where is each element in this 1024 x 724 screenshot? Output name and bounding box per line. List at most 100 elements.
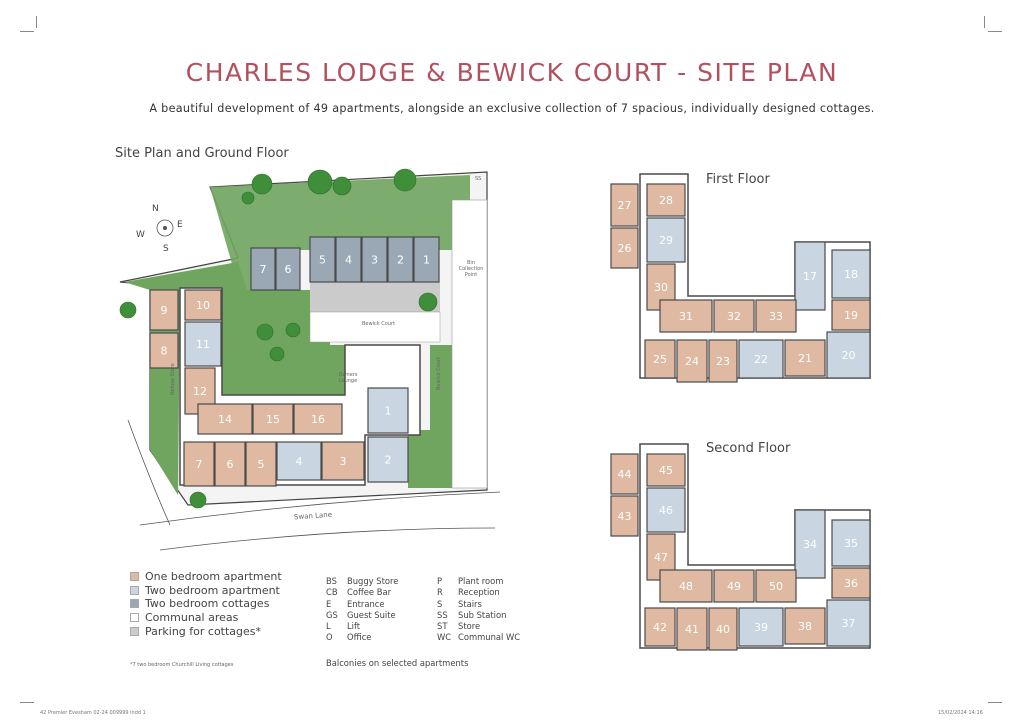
substation-label: SS bbox=[475, 176, 482, 182]
legend-footnote: *7 two bedroom Churchill Living cottages bbox=[130, 662, 234, 668]
unit-23-number: 23 bbox=[716, 355, 730, 368]
unit-37-number: 37 bbox=[842, 617, 856, 630]
abbreviation-desc: Coffee Bar bbox=[347, 587, 392, 598]
unit-20 bbox=[826, 331, 871, 379]
communal-corridor bbox=[179, 287, 421, 486]
unit-49-number: 49 bbox=[727, 580, 741, 593]
abbreviation-code: E bbox=[326, 598, 332, 609]
unit-44-number: 44 bbox=[618, 468, 632, 481]
abbreviation-desc: Buggy Store bbox=[347, 576, 399, 586]
tree-icon bbox=[241, 191, 255, 205]
legend-item: One bedroom apartment bbox=[130, 570, 282, 584]
unit-22-number: 22 bbox=[754, 353, 768, 366]
tree-icon bbox=[307, 169, 333, 195]
unit-4 bbox=[276, 441, 322, 481]
tree-icon bbox=[418, 292, 438, 312]
unit-42-number: 42 bbox=[653, 621, 667, 634]
tree-icon bbox=[269, 346, 285, 362]
unit-16 bbox=[293, 403, 343, 435]
unit-7 bbox=[183, 441, 215, 487]
abbreviation-code: GS bbox=[326, 609, 338, 620]
crop-mark bbox=[988, 31, 1002, 32]
refuse-store-label: Refuse Store bbox=[170, 363, 176, 395]
abbreviation-code2: P bbox=[437, 576, 443, 586]
unit-46-number: 46 bbox=[659, 504, 673, 517]
unit-26-number: 26 bbox=[618, 242, 632, 255]
unit-27-number: 27 bbox=[618, 199, 632, 212]
balconies-note: Balconies on selected apartments bbox=[326, 658, 469, 668]
tree-icon bbox=[189, 491, 207, 509]
compass-w: W bbox=[136, 230, 145, 240]
cottage-3-number: 3 bbox=[371, 254, 378, 267]
legend-swatch bbox=[130, 572, 139, 582]
compass-e: E bbox=[177, 220, 183, 230]
page-subtitle: A beautiful development of 49 apartments… bbox=[149, 102, 875, 115]
unit-25-number: 25 bbox=[653, 353, 667, 366]
unit-45 bbox=[646, 453, 686, 487]
abbreviation-desc: Entrance bbox=[347, 598, 385, 609]
crop-mark bbox=[988, 702, 1002, 703]
unit-21-number: 21 bbox=[798, 352, 812, 365]
compass-n: N bbox=[152, 204, 159, 214]
cottage-5 bbox=[309, 236, 336, 283]
compass-icon bbox=[156, 219, 174, 237]
abbreviation-desc: Lift bbox=[347, 621, 361, 632]
cottage-2-number: 2 bbox=[397, 254, 404, 267]
unit-23 bbox=[708, 339, 738, 383]
unit-6 bbox=[214, 441, 246, 487]
unit-48-number: 48 bbox=[679, 580, 693, 593]
crop-mark bbox=[984, 16, 985, 28]
unit-32 bbox=[713, 299, 755, 333]
unit-46 bbox=[646, 487, 686, 533]
unit-33-number: 33 bbox=[769, 310, 783, 323]
legend-label: Communal areas bbox=[145, 611, 239, 625]
compass-s: S bbox=[163, 244, 169, 254]
unit-1 bbox=[367, 387, 409, 434]
legend-item: Communal areas bbox=[130, 611, 282, 625]
unit-28-number: 28 bbox=[659, 194, 673, 207]
legend-item: Two bedroom cottages bbox=[130, 597, 282, 611]
unit-33 bbox=[755, 299, 797, 333]
unit-40-number: 40 bbox=[716, 623, 730, 636]
unit-26 bbox=[610, 227, 639, 269]
unit-42 bbox=[644, 607, 676, 647]
cottage-1 bbox=[413, 236, 440, 283]
unit-36-number: 36 bbox=[844, 577, 858, 590]
tree-icon bbox=[119, 301, 137, 319]
legend-swatch bbox=[130, 613, 139, 623]
unit-18-number: 18 bbox=[844, 268, 858, 281]
unit-27 bbox=[610, 183, 639, 227]
cottage-4-number: 4 bbox=[345, 254, 352, 267]
tree-icon bbox=[256, 323, 274, 341]
unit-3-number: 3 bbox=[340, 455, 347, 468]
unit-31-number: 31 bbox=[679, 310, 693, 323]
legend-swatch bbox=[130, 599, 139, 609]
bewick-court-side-label: Bewick Court bbox=[436, 357, 442, 390]
unit-39 bbox=[738, 607, 784, 647]
unit-25 bbox=[644, 339, 676, 379]
unit-20-number: 20 bbox=[842, 349, 856, 362]
abbreviation-code: BS bbox=[326, 576, 337, 586]
unit-12-number: 12 bbox=[193, 385, 207, 398]
unit-15 bbox=[252, 403, 294, 435]
unit-41 bbox=[676, 607, 708, 651]
legend-label: Parking for cottages* bbox=[145, 624, 262, 638]
unit-2 bbox=[367, 436, 409, 483]
tree-icon bbox=[393, 168, 417, 192]
cottage-4 bbox=[335, 236, 362, 283]
unit-4-number: 4 bbox=[296, 455, 303, 468]
unit-40 bbox=[708, 607, 738, 651]
unit-6-number: 6 bbox=[227, 458, 234, 471]
unit-1-number: 1 bbox=[385, 405, 392, 418]
abbreviation-desc2: Stairs bbox=[458, 598, 482, 609]
unit-19-number: 19 bbox=[844, 309, 858, 322]
abbreviation-desc: Office bbox=[347, 632, 372, 643]
crop-mark bbox=[20, 702, 34, 703]
unit-28 bbox=[646, 183, 686, 217]
crop-mark bbox=[36, 16, 37, 28]
unit-36 bbox=[831, 567, 871, 599]
unit-15-number: 15 bbox=[266, 413, 280, 426]
